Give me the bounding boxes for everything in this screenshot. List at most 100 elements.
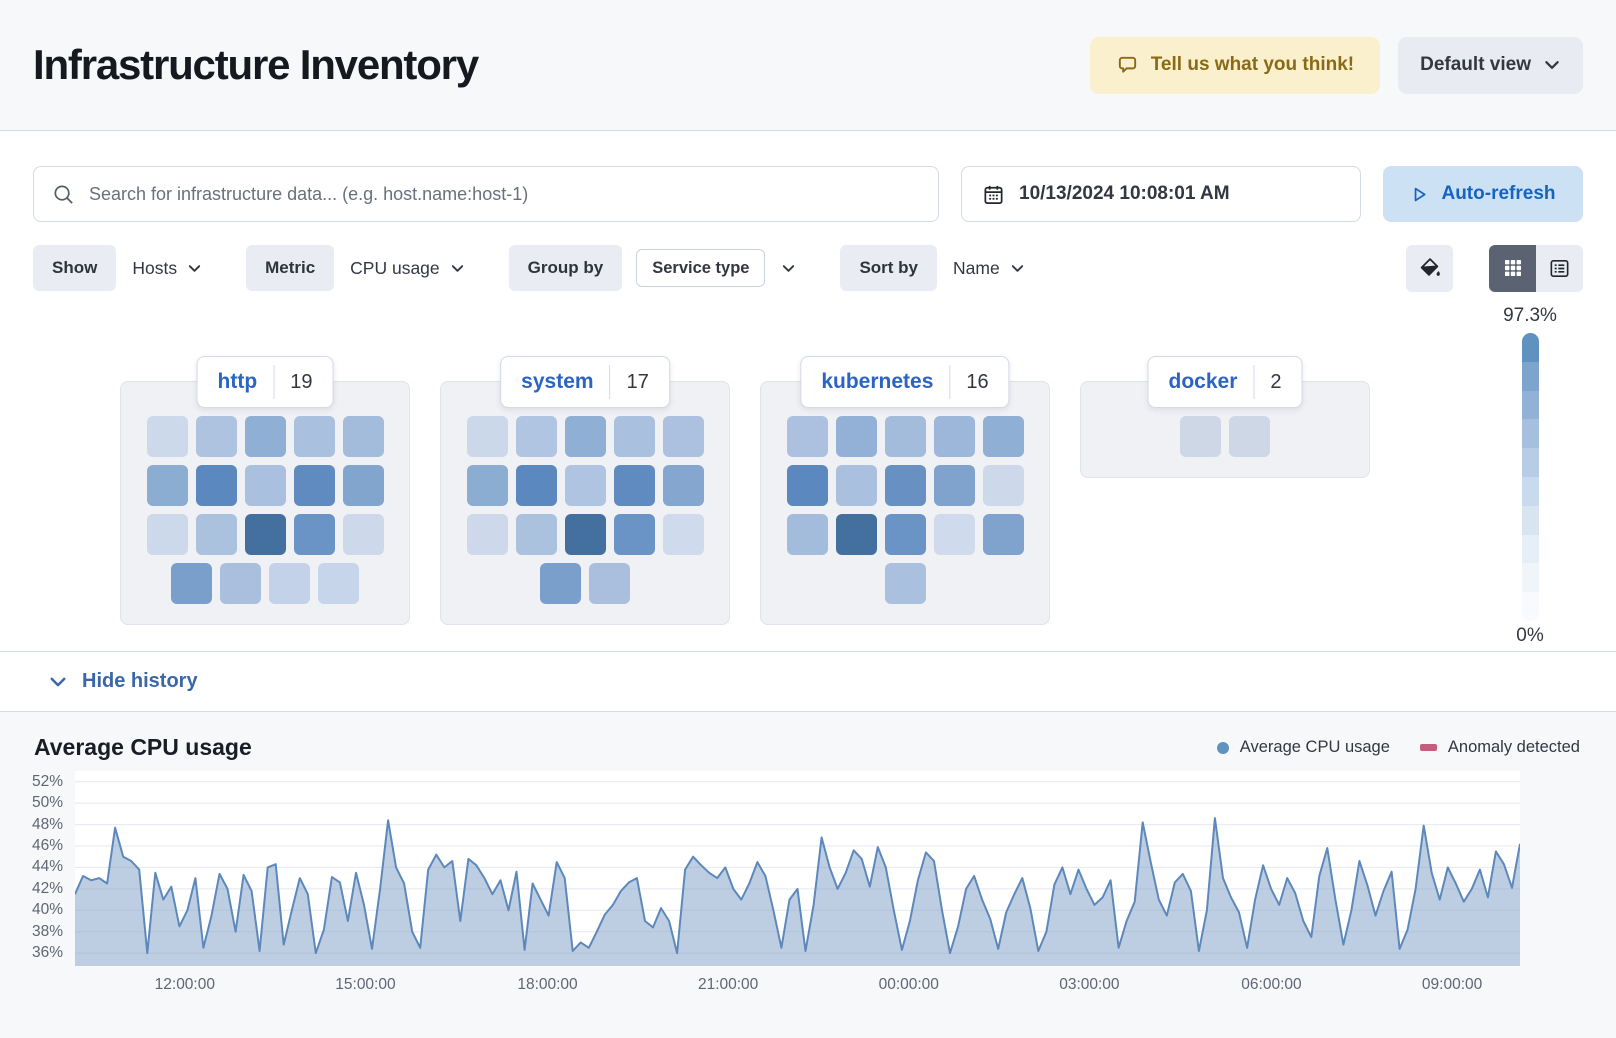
group-name-link[interactable]: kubernetes xyxy=(821,370,934,393)
y-axis-labels: 52%50%48%46%44%42%40%38%36% xyxy=(0,771,75,966)
show-dropdown[interactable]: Hosts xyxy=(116,245,218,291)
host-cell[interactable] xyxy=(884,416,926,457)
filter-sort-by: Sort by Name xyxy=(840,245,1040,291)
host-cell[interactable] xyxy=(982,416,1024,457)
x-tick-label: 18:00:00 xyxy=(517,976,578,993)
host-cell[interactable] xyxy=(835,465,877,506)
search-box[interactable] xyxy=(33,166,939,222)
host-cell[interactable] xyxy=(835,416,877,457)
chevron-down-icon xyxy=(450,261,465,276)
group-name-link[interactable]: http xyxy=(217,370,258,393)
host-cell[interactable] xyxy=(564,514,606,555)
color-palette-button[interactable] xyxy=(1406,244,1453,292)
host-cell[interactable] xyxy=(786,514,828,555)
host-cell[interactable] xyxy=(786,465,828,506)
table-view-button[interactable] xyxy=(1536,244,1583,292)
group-label-divider xyxy=(949,365,951,399)
host-cell[interactable] xyxy=(884,465,926,506)
host-cell[interactable] xyxy=(318,563,359,604)
host-cell[interactable] xyxy=(1180,416,1221,457)
history-toggle[interactable]: Hide history xyxy=(0,651,1616,711)
filter-row: Show Hosts Metric CPU usage Group by Ser… xyxy=(33,244,1583,292)
host-cell[interactable] xyxy=(933,465,975,506)
host-cell[interactable] xyxy=(564,416,606,457)
metric-dropdown[interactable]: CPU usage xyxy=(334,245,481,291)
host-cell[interactable] xyxy=(171,563,212,604)
sort-by-dropdown[interactable]: Name xyxy=(937,245,1041,291)
search-input[interactable] xyxy=(89,183,920,205)
group-by-dropdown[interactable] xyxy=(765,245,812,291)
host-cell[interactable] xyxy=(293,416,335,457)
host-cell[interactable] xyxy=(786,416,828,457)
host-cell[interactable] xyxy=(195,465,237,506)
host-cell[interactable] xyxy=(466,416,508,457)
host-cell[interactable] xyxy=(982,514,1024,555)
feedback-button[interactable]: Tell us what you think! xyxy=(1089,36,1381,94)
grid-view-button[interactable] xyxy=(1489,244,1536,292)
host-cell[interactable] xyxy=(244,465,286,506)
host-cell[interactable] xyxy=(269,563,310,604)
host-cell[interactable] xyxy=(244,416,286,457)
host-cell[interactable] xyxy=(613,514,655,555)
host-cell[interactable] xyxy=(884,514,926,555)
view-selector-button[interactable]: Default view xyxy=(1398,36,1583,94)
host-cell[interactable] xyxy=(195,514,237,555)
host-cell[interactable] xyxy=(933,514,975,555)
host-cell[interactable] xyxy=(342,514,384,555)
host-cell[interactable] xyxy=(835,514,877,555)
host-cell[interactable] xyxy=(342,416,384,457)
search-toolbar: 10/13/2024 10:08:01 AM Auto-refresh xyxy=(33,166,1583,222)
host-cell[interactable] xyxy=(146,416,188,457)
host-cell[interactable] xyxy=(662,514,704,555)
group-name-link[interactable]: docker xyxy=(1168,370,1238,393)
usage-color-scale: 97.3% 0% xyxy=(1482,305,1578,647)
view-selector-label: Default view xyxy=(1420,54,1531,75)
host-cell[interactable] xyxy=(466,514,508,555)
auto-refresh-button[interactable]: Auto-refresh xyxy=(1383,166,1583,222)
host-cell[interactable] xyxy=(146,514,188,555)
y-tick-label: 48% xyxy=(31,815,63,833)
group-label[interactable]: http 19 xyxy=(196,356,334,408)
host-cell[interactable] xyxy=(613,465,655,506)
host-grid-row xyxy=(121,465,409,506)
host-cell[interactable] xyxy=(466,465,508,506)
date-picker[interactable]: 10/13/2024 10:08:01 AM xyxy=(961,166,1361,222)
host-cell[interactable] xyxy=(195,416,237,457)
auto-refresh-label: Auto-refresh xyxy=(1441,183,1556,204)
group-name-link[interactable]: system xyxy=(521,370,594,393)
play-icon xyxy=(1410,185,1429,204)
group-count: 19 xyxy=(290,370,313,393)
host-cell[interactable] xyxy=(293,514,335,555)
group-by-value-chip[interactable]: Service type xyxy=(636,249,766,287)
legend-item-cpu[interactable]: Average CPU usage xyxy=(1216,738,1390,757)
scale-step xyxy=(1521,333,1539,362)
host-cell[interactable] xyxy=(293,465,335,506)
history-toggle-label: Hide history xyxy=(82,670,198,692)
y-tick-label: 36% xyxy=(31,944,63,962)
host-cell[interactable] xyxy=(540,563,581,604)
legend-item-anomaly[interactable]: Anomaly detected xyxy=(1419,738,1580,757)
host-cell[interactable] xyxy=(884,563,926,604)
host-cell[interactable] xyxy=(220,563,261,604)
host-cell[interactable] xyxy=(515,514,557,555)
host-cell[interactable] xyxy=(342,465,384,506)
host-cell[interactable] xyxy=(662,416,704,457)
host-cell[interactable] xyxy=(933,416,975,457)
host-cell[interactable] xyxy=(515,416,557,457)
group-label-divider xyxy=(1253,365,1255,399)
host-cell[interactable] xyxy=(146,465,188,506)
host-cell[interactable] xyxy=(244,514,286,555)
host-cell[interactable] xyxy=(982,465,1024,506)
x-tick-label: 03:00:00 xyxy=(1059,976,1120,993)
host-cell[interactable] xyxy=(589,563,630,604)
host-cell[interactable] xyxy=(564,465,606,506)
host-cell[interactable] xyxy=(515,465,557,506)
host-cell[interactable] xyxy=(662,465,704,506)
host-cell[interactable] xyxy=(613,416,655,457)
host-cell[interactable] xyxy=(1229,416,1270,457)
